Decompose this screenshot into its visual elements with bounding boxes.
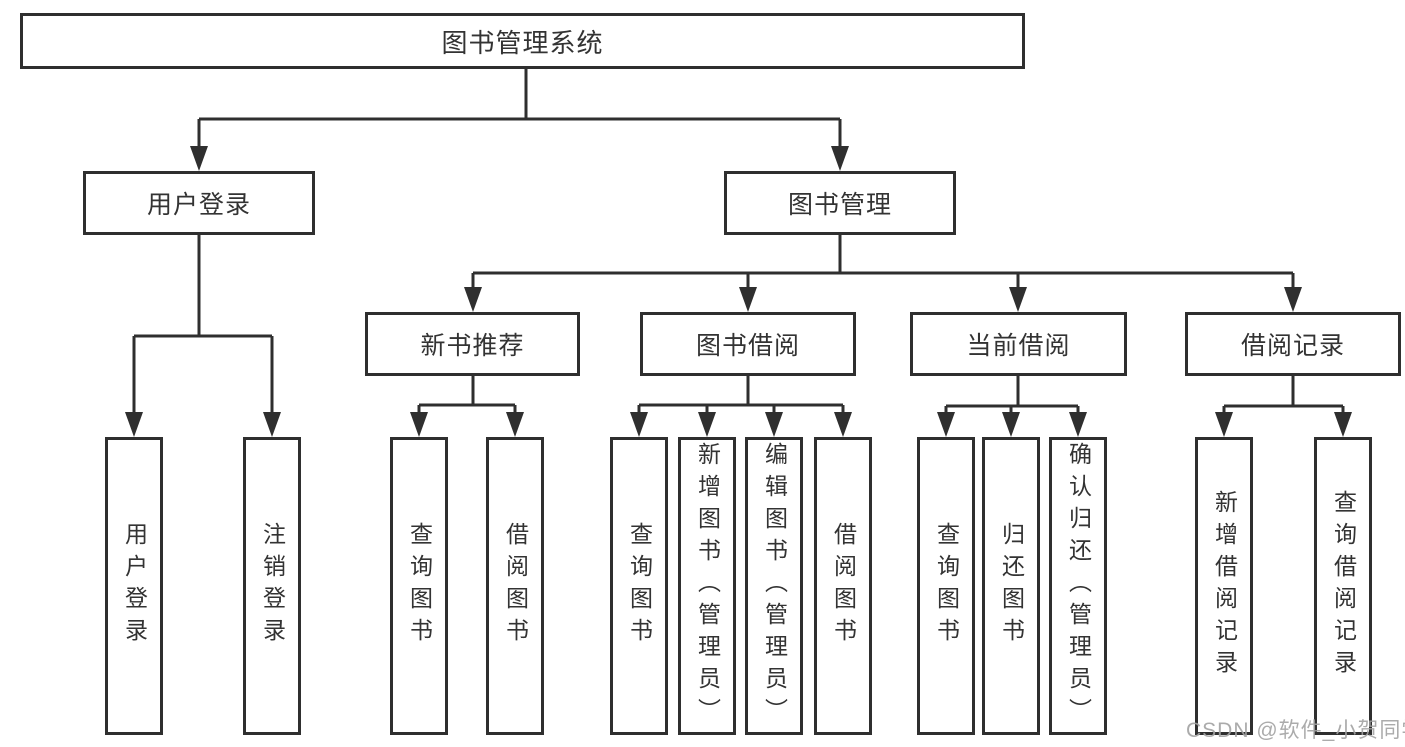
node-book-borrowing: 图书借阅 [640, 312, 856, 376]
node-user-login: 用户登录 [83, 171, 315, 235]
leaf-add-borrow-record-label: 新增借阅记录 [1211, 490, 1238, 682]
leaf-user-login: 用户登录 [105, 437, 163, 735]
node-borrowing-records: 借阅记录 [1185, 312, 1401, 376]
leaf-return-books: 归还图书 [982, 437, 1040, 735]
node-book-management: 图书管理 [724, 171, 956, 235]
leaf-edit-books-admin-label: 编辑图书（管理员） [761, 442, 788, 730]
node-user-login-label: 用户登录 [146, 191, 251, 219]
node-root: 图书管理系统 [20, 13, 1025, 69]
leaf-confirm-return-admin: 确认归还（管理员） [1049, 437, 1107, 735]
leaf-add-books-admin: 新增图书（管理员） [678, 437, 736, 735]
node-current-borrowing: 当前借阅 [910, 312, 1127, 376]
csdn-watermark: CSDN @软件_小贺同学 [1186, 719, 1405, 742]
leaf-user-login-label: 用户登录 [121, 522, 148, 650]
leaf-add-books-admin-label: 新增图书（管理员） [694, 442, 721, 730]
node-book-management-label: 图书管理 [787, 191, 892, 219]
node-new-book-recommend-label: 新书推荐 [420, 332, 525, 360]
leaf-return-books-label: 归还图书 [998, 522, 1025, 650]
leaf-borrow-books: 借阅图书 [814, 437, 872, 735]
leaf-borrow-books-label: 借阅图书 [830, 522, 857, 650]
arrowheads [125, 146, 1352, 437]
node-current-borrowing-label: 当前借阅 [966, 332, 1071, 360]
node-book-borrowing-label: 图书借阅 [695, 332, 800, 360]
leaf-logout: 注销登录 [243, 437, 301, 735]
node-new-book-recommend: 新书推荐 [365, 312, 580, 376]
node-borrowing-records-label: 借阅记录 [1240, 332, 1345, 360]
leaf-query-borrow-record-label: 查询借阅记录 [1330, 490, 1357, 682]
leaf-query-books-recommend-label: 查询图书 [406, 522, 433, 650]
leaf-edit-books-admin: 编辑图书（管理员） [745, 437, 803, 735]
leaf-query-borrow-record: 查询借阅记录 [1314, 437, 1372, 735]
leaf-borrow-books-recommend: 借阅图书 [486, 437, 544, 735]
leaf-confirm-return-admin-label: 确认归还（管理员） [1065, 442, 1092, 730]
leaf-query-books-current: 查询图书 [917, 437, 975, 735]
leaf-query-books-recommend: 查询图书 [390, 437, 448, 735]
leaf-borrow-books-recommend-label: 借阅图书 [502, 522, 529, 650]
leaf-logout-label: 注销登录 [259, 522, 286, 650]
node-root-label: 图书管理系统 [441, 27, 604, 58]
leaf-query-books-borrow-label: 查询图书 [626, 522, 653, 650]
leaf-add-borrow-record: 新增借阅记录 [1195, 437, 1253, 735]
leaf-query-books-current-label: 查询图书 [933, 522, 960, 650]
leaf-query-books-borrow: 查询图书 [610, 437, 668, 735]
